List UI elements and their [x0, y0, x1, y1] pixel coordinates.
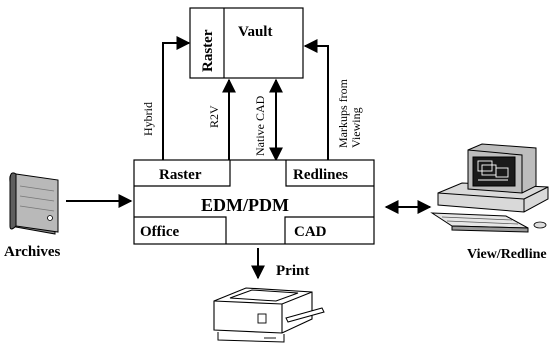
r2v-label: R2V [207, 105, 221, 128]
markups-label-line1: Markups from [336, 78, 350, 148]
hybrid-arrow [162, 36, 191, 160]
native-cad-label: Native CAD [253, 95, 267, 156]
print-label: Print [276, 263, 309, 279]
edm-pdm-title: EDM/PDM [201, 195, 289, 215]
vault-box: Raster Vault [189, 7, 304, 79]
archives-label: Archives [4, 244, 61, 260]
vault-raster-label: Raster [200, 29, 216, 72]
edm-cad-label: CAD [294, 224, 327, 240]
viewer-label: View/Redline [467, 247, 547, 262]
workstation-icon [430, 143, 549, 233]
printer-icon [213, 287, 325, 343]
edm-pdm-box [133, 159, 375, 245]
vault-title: Vault [238, 24, 272, 40]
edm-office-label: Office [140, 224, 179, 240]
edm-redlines-label: Redlines [293, 167, 348, 183]
archives-icon [9, 172, 59, 235]
hybrid-label: Hybrid [141, 102, 155, 136]
markups-label-line2: Viewing [349, 107, 363, 148]
markups-arrow [303, 39, 329, 160]
edm-raster-label: Raster [159, 167, 202, 183]
